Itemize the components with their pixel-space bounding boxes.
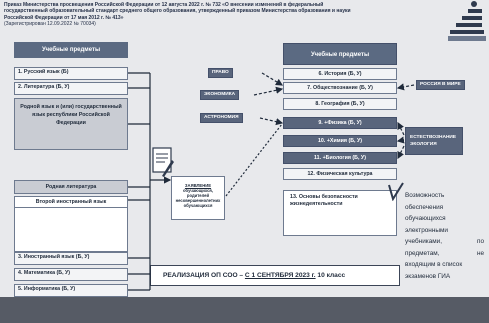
application-line-4: несовершеннолетних — [175, 198, 221, 203]
subject-foreign-language: 3. Иностранный язык (Б, У) — [14, 252, 128, 265]
tag-astronomiya: АСТРОНОМИЯ — [200, 113, 243, 123]
subject-russian: 1. Русский язык (Б) — [14, 67, 128, 80]
side-note-line-1: Возможность — [405, 192, 445, 199]
header-line-3: Российской Федерации от 17 мая 2012 г. №… — [4, 14, 124, 21]
tag-ekonomika: ЭКОНОМИКА — [200, 90, 240, 100]
subject-informatics: 5. Информатика (Б, У) — [14, 284, 128, 297]
side-note-line-8: экзаменов ГИА — [405, 272, 451, 280]
subject-native-language: Родной язык и (или) государственный язык… — [14, 98, 128, 150]
left-subjects-header: Учебные предметы — [14, 42, 128, 58]
side-note-fragment-po: по — [477, 238, 485, 245]
side-note-line-7: входящим в список — [405, 261, 463, 268]
subject-chemistry: 10. +Химия (Б, У) — [283, 135, 397, 147]
realization-banner: РЕАЛИЗАЦИЯ ОП СОО – С 1 СЕНТЯБРЯ 2023 г.… — [150, 265, 400, 286]
tag-rossiya-v-mire: РОССИЯ В МИРЕ — [416, 80, 465, 90]
right-subjects-header: Учебные предметы — [283, 43, 397, 65]
subject-literature: 2. Литература (Б, У) — [14, 82, 128, 95]
realization-suffix: 10 класс — [315, 272, 346, 279]
subject-geography: 8. География (Б, У) — [283, 98, 397, 110]
side-note-line-2: обеспечения — [405, 203, 444, 211]
side-note: Возможность обеспечения обучающихся элек… — [405, 190, 489, 282]
subject-social-studies: 7. Обществознание (Б, У) — [283, 82, 397, 94]
left-spacer-box — [14, 208, 128, 252]
header-line-2: государственный образовательный стандарт… — [4, 8, 351, 15]
application-line-3: родителей — [186, 193, 210, 198]
subject-physics: 9. +Физика (Б, У) — [283, 117, 397, 129]
side-note-line-3: обучающихся — [405, 215, 446, 222]
subject-life-safety: 13. Основы безопасности жизнедеятельност… — [283, 190, 397, 236]
tag-pravo: ПРАВО — [208, 68, 233, 78]
application-line-5: обучающихся — [183, 203, 213, 208]
side-note-line-4: электронными — [405, 226, 448, 234]
order-header: Приказ Министерства просвещения Российск… — [4, 2, 364, 27]
side-note-line-5-text: учебниками, — [405, 238, 442, 245]
application-title: ЗАЯВЛЕНИЕ — [184, 183, 212, 188]
subject-history: 6. История (Б, У) — [283, 68, 397, 80]
header-line-1: Приказ Министерства просвещения Российск… — [4, 2, 324, 8]
realization-prefix: РЕАЛИЗАЦИЯ ОП СОО – — [163, 272, 245, 279]
application-box: ЗАЯВЛЕНИЕ обучающихся, родителей несовер… — [171, 176, 225, 220]
subject-biology: 11. +Биология (Б, У) — [283, 152, 397, 164]
pen-check-icon — [388, 182, 404, 201]
header-registration: (Зарегистрирован 12.09.2022 № 70034) — [4, 20, 96, 27]
tag-estestvoznanie: ЕСТЕСТВОЗНАНИЕ — [410, 135, 457, 140]
side-note-line-5: учебниками, по — [405, 236, 489, 248]
subject-native-literature: Родная литература — [14, 180, 128, 194]
bottom-bar — [0, 297, 489, 323]
side-note-line-6-text: предметам, — [405, 249, 440, 257]
tag-ekologiya: ЭКОЛОГИЯ — [410, 142, 437, 147]
application-line-2: обучающихся, — [182, 188, 214, 193]
subject-mathematics: 4. Математика (Б, У) — [14, 268, 128, 281]
ladder-logo-icon — [448, 1, 486, 41]
elective-science-box: ЕСТЕСТВОЗНАНИЕ ЭКОЛОГИЯ — [405, 127, 463, 155]
side-note-fragment-ne: не — [477, 249, 485, 257]
subject-second-foreign-language: Второй иностранный язык — [14, 196, 128, 208]
side-note-line-6: предметам, не — [405, 248, 489, 260]
subject-physical-education: 12. Физическая культура — [283, 168, 397, 180]
realization-date: С 1 СЕНТЯБРЯ 2023 г. — [244, 272, 316, 279]
document-icon — [152, 147, 174, 177]
